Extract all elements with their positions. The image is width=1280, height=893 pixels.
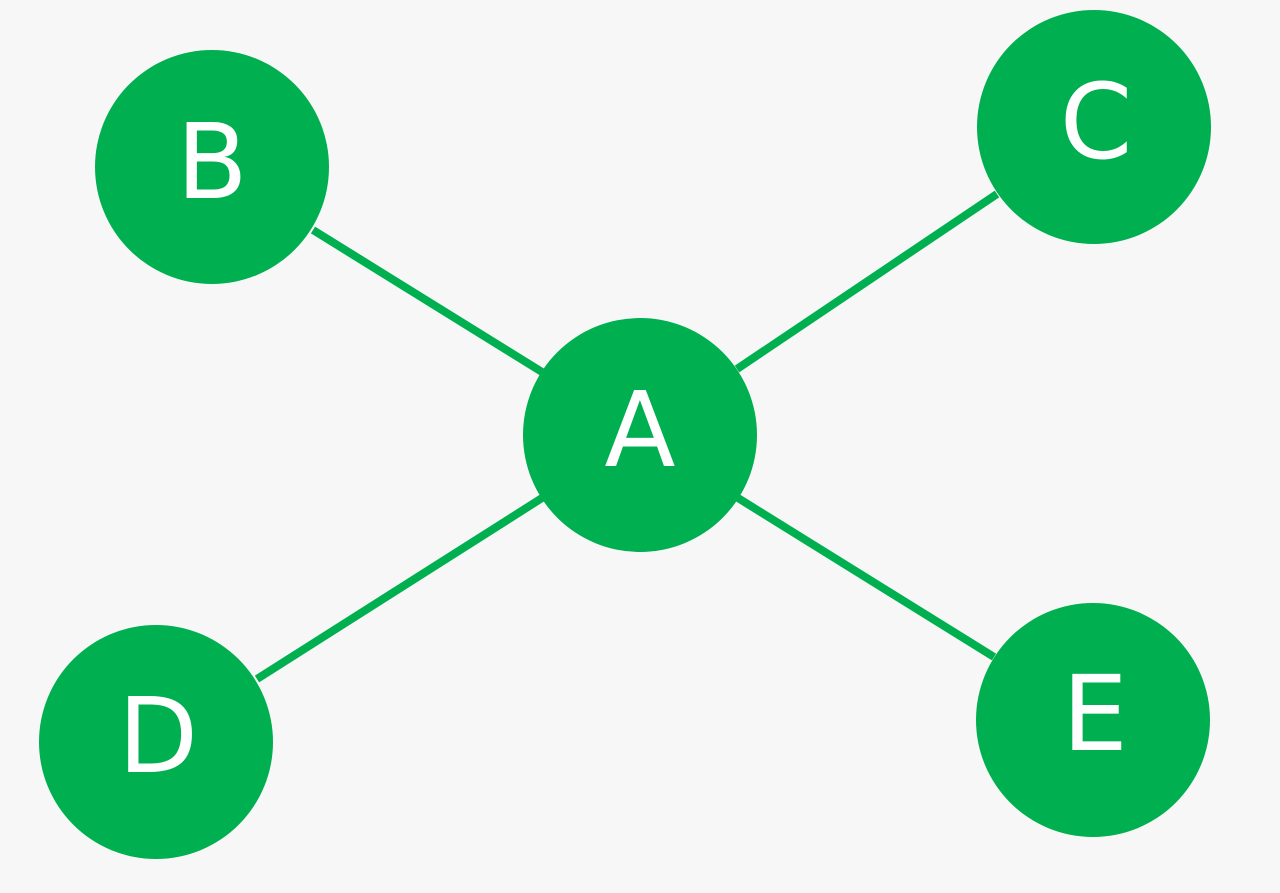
edge-a-d [254,494,545,683]
edge-a-b [310,226,545,376]
node-a-circle [523,318,757,552]
node-a-label: A [604,369,675,491]
node-b: B [95,50,329,284]
edges [254,190,1000,683]
node-c-circle [977,10,1211,244]
node-e-circle [976,603,1210,837]
node-e-label: E [1062,653,1128,775]
edge-a-e [735,494,997,661]
node-c-label: C [1060,61,1133,183]
nodes: A B C D E [39,10,1211,859]
edge-a-c [734,190,1000,373]
node-d: D [39,625,273,859]
node-d-label: D [118,675,198,797]
node-d-circle [39,625,273,859]
node-a: A [523,318,757,552]
node-b-label: B [176,101,247,223]
node-b-circle [95,50,329,284]
node-c: C [977,10,1211,244]
node-e: E [976,603,1210,837]
